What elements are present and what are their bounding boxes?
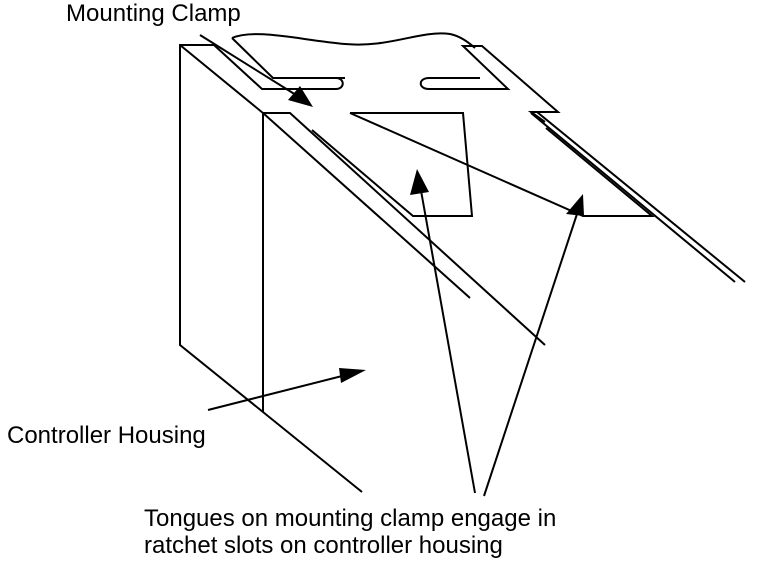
tongues-arrowhead-right: [566, 194, 584, 216]
mounting-clamp-arrowhead: [288, 86, 313, 107]
ratchet-slot-right: [349, 112, 655, 217]
tongues-caption-line-2: ratchet slots on controller housing: [144, 532, 503, 559]
housing-rail-top: [263, 112, 546, 346]
controller-housing: [179, 44, 546, 493]
clamp-right-rail: [536, 111, 746, 283]
mounting-clamp-label: Mounting Clamp: [66, 0, 241, 27]
mounting-clamp-leader: [199, 34, 297, 96]
clamp-wavy-top-edge: [231, 32, 476, 49]
tongues-caption-line-1: Tongues on mounting clamp engage in: [144, 505, 557, 532]
housing-left-edge: [179, 44, 363, 493]
tongues-callout: [410, 169, 584, 497]
clamp-left-slot: [213, 44, 344, 90]
housing-top-front-edge: [179, 44, 264, 114]
controller-housing-label: Controller Housing: [7, 422, 206, 449]
mounting-clamp: [213, 32, 746, 283]
controller-housing-callout: [207, 368, 366, 411]
mounting-clamp-callout: [199, 34, 313, 107]
controller-housing-leader: [207, 373, 351, 411]
tongues-leader-left: [419, 184, 476, 494]
ratchet-slot-left: [311, 112, 474, 217]
tongues-arrowhead-left: [410, 169, 429, 195]
clamp-right-slot: [419, 45, 561, 123]
controller-housing-arrowhead: [339, 368, 366, 383]
clamp-left-arm: [231, 37, 345, 79]
tongues-leader-right: [483, 213, 578, 497]
tongues-caption: Tongues on mounting clamp engage in ratc…: [144, 505, 556, 559]
clamp-right-rail-inner: [530, 112, 736, 283]
housing-rail-front: [262, 112, 471, 299]
